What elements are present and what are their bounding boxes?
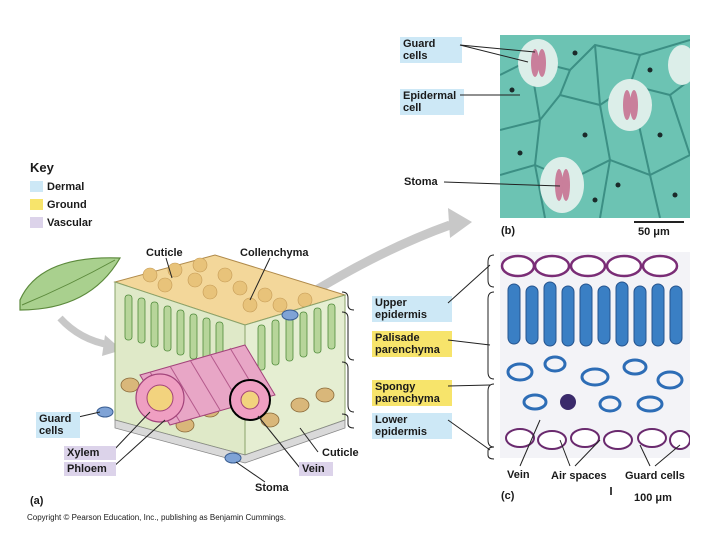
label-b-stoma: Stoma: [404, 176, 438, 188]
label-b-guard-cells: Guard cells: [400, 37, 462, 63]
panel-b-letter: (b): [501, 225, 516, 237]
panel-c-letter: (c): [501, 490, 515, 502]
guard-cell-left-icon: [96, 406, 114, 418]
label-c-guard-cells: Guard cells: [625, 470, 685, 482]
guard-cell-top-icon: [281, 309, 299, 321]
epidermis-micrograph: [500, 35, 690, 218]
key-dermal-label: Dermal: [47, 181, 85, 193]
label-b-epidermal-cell: Epidermal cell: [400, 89, 464, 115]
leaf-icon: [19, 257, 122, 356]
key-ground-label: Ground: [47, 199, 87, 211]
panel-a-letter: (a): [30, 495, 44, 507]
label-upper-epidermis: Upper epidermis: [372, 296, 452, 322]
panel-b-scale-label: 50 μm: [638, 226, 670, 238]
label-a-cuticle-top: Cuticle: [146, 247, 183, 259]
key-ground-swatch: [30, 199, 43, 210]
label-a-xylem: Xylem: [64, 446, 116, 460]
label-lower-epidermis: Lower epidermis: [372, 413, 452, 439]
key-dermal-swatch: [30, 181, 43, 192]
label-a-vein: Vein: [299, 462, 333, 476]
stoma-icon: [224, 452, 242, 464]
key-vascular-swatch: [30, 217, 43, 228]
label-a-phloem: Phloem: [64, 462, 116, 476]
label-c-air-spaces: Air spaces: [551, 470, 607, 482]
label-c-vein: Vein: [507, 469, 530, 481]
panel-b-scale-bar: [634, 221, 684, 223]
key-title: Key: [30, 160, 54, 175]
panel-c-scale-label: 100 μm: [634, 492, 672, 504]
cross-section-micrograph: [500, 252, 690, 458]
label-a-collenchyma: Collenchyma: [240, 247, 309, 259]
label-spongy-parenchyma: Spongy parenchyma: [372, 380, 452, 406]
label-a-cuticle-bottom: Cuticle: [322, 447, 359, 459]
panel-c-scale-bar: [610, 487, 612, 495]
label-a-stoma: Stoma: [255, 482, 289, 494]
copyright-text: Copyright © Pearson Education, Inc., pub…: [27, 513, 286, 522]
key-vascular-label: Vascular: [47, 217, 93, 229]
label-a-guard-cells: Guard cells: [36, 412, 80, 438]
label-palisade-parenchyma: Palisade parenchyma: [372, 331, 452, 357]
